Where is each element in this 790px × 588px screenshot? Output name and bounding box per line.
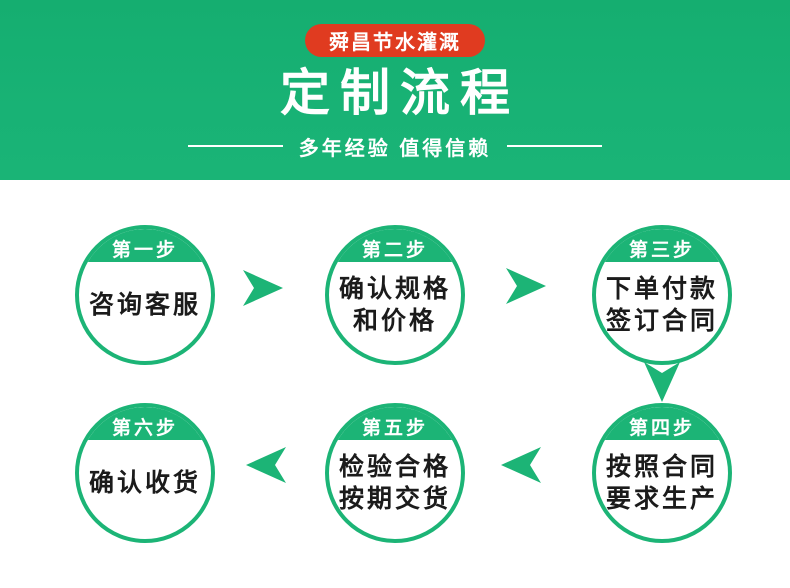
step-number-label: 第五步 [361,417,428,439]
step-circle-2: 第二步 确认规格 和价格 [325,225,465,365]
step-line: 要求生产 [605,484,718,513]
step-circle-4: 第四步 按照合同 要求生产 [592,403,732,543]
brand-badge-label: 舜昌节水灌溉 [329,32,461,54]
step-line: 咨询客服 [88,290,201,319]
step-line: 和价格 [352,306,437,335]
arrow-down-icon [641,362,683,402]
arrow-right-icon [242,269,284,307]
step-line: 检验合格 [338,453,451,481]
step-line: 按期交货 [338,484,451,513]
step-number-label: 第三步 [628,239,695,261]
step-description: 下单付款 签订合同 [596,262,728,361]
step-number-banner: 第三步 [596,229,728,262]
subtitle-divider-right [507,145,603,147]
step-number-banner: 第一步 [79,229,211,262]
arrow-left-icon [500,446,542,484]
header-banner: 舜昌节水灌溉 定制流程 多年经验 值得信赖 [0,0,790,180]
subtitle-row: 多年经验 值得信赖 [187,132,603,161]
step-description: 按照合同 要求生产 [596,440,728,539]
subtitle-text: 多年经验 值得信赖 [298,137,492,160]
arrow-right-icon [505,267,547,305]
step-line: 签订合同 [605,306,718,335]
step-number-label: 第四步 [628,417,695,439]
step-number-banner: 第四步 [596,407,728,440]
step-description: 确认规格 和价格 [329,262,461,361]
step-circle-5: 第五步 检验合格 按期交货 [325,403,465,543]
arrow-left-icon [245,446,287,484]
step-circle-3: 第三步 下单付款 签订合同 [592,225,732,365]
step-line: 确认收货 [88,468,201,497]
step-description: 检验合格 按期交货 [329,440,461,539]
step-line: 按照合同 [605,453,718,481]
brand-badge: 舜昌节水灌溉 [305,24,485,57]
subtitle-divider-left [187,145,283,147]
step-number-label: 第六步 [111,417,178,439]
step-line: 下单付款 [605,275,718,303]
step-number-banner: 第二步 [329,229,461,262]
step-circle-1: 第一步 咨询客服 [75,225,215,365]
page-title: 定制流程 [280,65,520,121]
step-number-banner: 第六步 [79,407,211,440]
step-description: 确认收货 [79,440,211,539]
step-number-label: 第一步 [111,239,178,261]
step-description: 咨询客服 [79,262,211,361]
step-line: 确认规格 [338,275,451,303]
step-number-label: 第二步 [361,239,428,261]
step-circle-6: 第六步 确认收货 [75,403,215,543]
step-number-banner: 第五步 [329,407,461,440]
